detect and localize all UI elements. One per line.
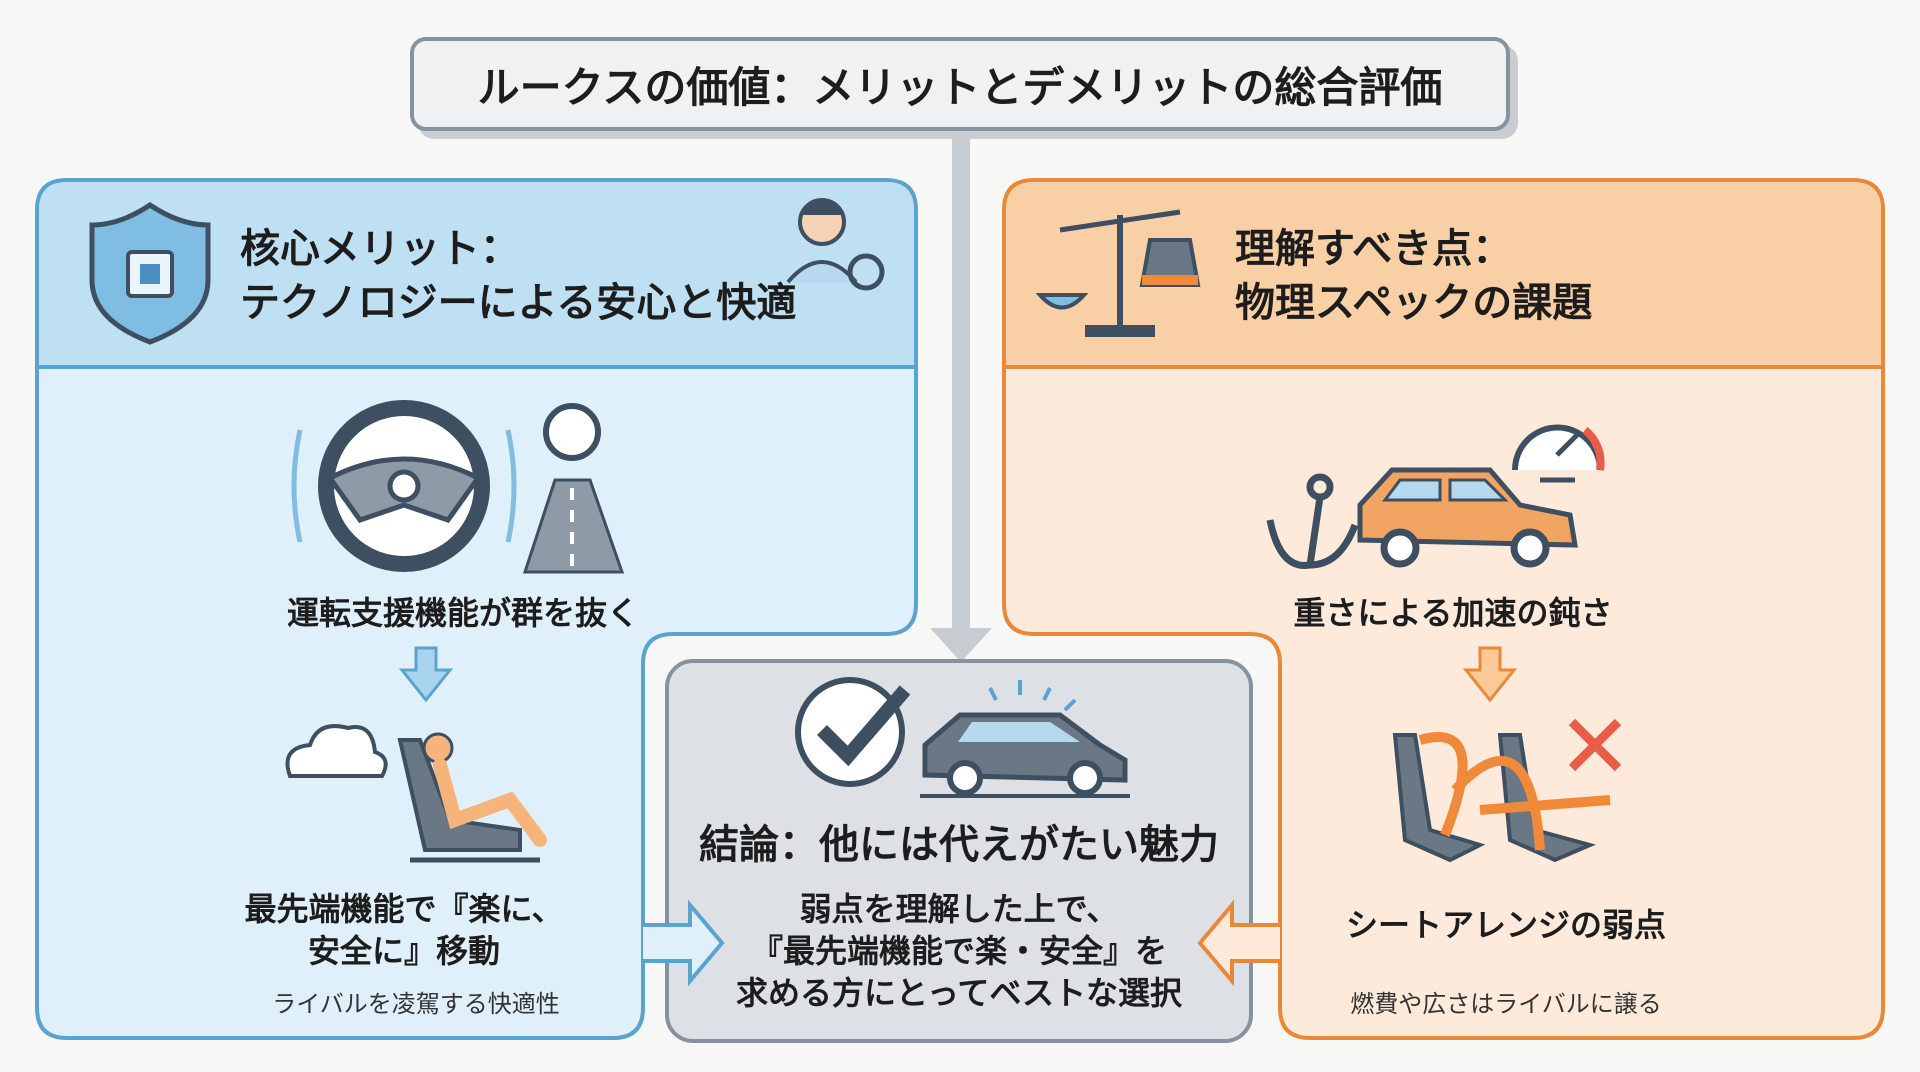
reclining-seat-icon <box>397 732 547 863</box>
anchor-icon <box>1266 473 1359 569</box>
driver-icon <box>786 198 885 291</box>
merit-item2: 最先端機能で『楽に、 安全に』移動 <box>244 888 563 972</box>
merit-heading: 核心メリット： テクノロジーによる安心と快適 <box>240 222 796 330</box>
conclusion-line1: 弱点を理解した上で、 <box>799 890 1119 928</box>
issues-header-bg <box>1006 182 1881 367</box>
conclusion-body: 弱点を理解した上で、 『最先端機能で楽・安全』を 求める方にとってベストな選択 <box>736 888 1182 1014</box>
merit-item2-line2: 安全に』移動 <box>307 932 501 970</box>
conclusion-line3: 求める方にとってベストな選択 <box>735 974 1183 1012</box>
steering-wheel-icon <box>291 400 517 572</box>
cross-icon <box>1568 718 1622 772</box>
merit-item2-line1: 最先端機能で『楽に、 <box>244 890 564 928</box>
issues-heading: 理解すべき点： 物理スペックの課題 <box>1235 222 1592 330</box>
cloud-icon <box>285 724 388 778</box>
issues-to-conclusion-arrow <box>1197 899 1280 987</box>
merit-down-arrow <box>398 646 454 703</box>
shining-car-icon <box>920 680 1130 798</box>
merit-heading-line2: テクノロジーによる安心と快適 <box>240 280 797 326</box>
balance-scale-icon <box>1035 209 1201 337</box>
issues-down-arrow <box>1462 646 1518 703</box>
conclusion-line2: 『最先端機能で楽・安全』を <box>750 932 1167 970</box>
merit-to-conclusion-arrow <box>643 899 725 987</box>
issues-panel <box>1002 178 1885 1040</box>
conclusion-heading: 結論：他には代えがたい魅力 <box>699 822 1219 868</box>
connector-line <box>952 132 970 632</box>
merit-panel <box>35 178 918 1040</box>
merit-heading-line1: 核心メリット： <box>240 226 520 272</box>
connector-arrow <box>930 628 992 662</box>
issues-heading-line2: 物理スペックの課題 <box>1235 280 1593 326</box>
page-title: ルークスの価値：メリットとデメリットの総合評価 <box>410 37 1510 131</box>
seats-icon <box>1392 732 1611 863</box>
merit-note: ライバルを凌駕する快適性 <box>272 990 560 1018</box>
issues-item2: シートアレンジの弱点 <box>1345 906 1667 944</box>
speedometer-icon <box>1512 424 1605 483</box>
merit-header-bg <box>39 182 914 367</box>
road-icon <box>522 403 625 574</box>
check-icon <box>795 677 911 787</box>
issues-note: 燃費や広さはライバルに譲る <box>1350 990 1662 1018</box>
issues-item1: 重さによる加速の鈍さ <box>1293 594 1613 632</box>
car-icon <box>1357 467 1578 568</box>
merit-item1: 運転支援機能が群を抜く <box>286 594 640 632</box>
shield-chip-icon <box>89 201 211 345</box>
issues-heading-line1: 理解すべき点： <box>1235 226 1513 272</box>
